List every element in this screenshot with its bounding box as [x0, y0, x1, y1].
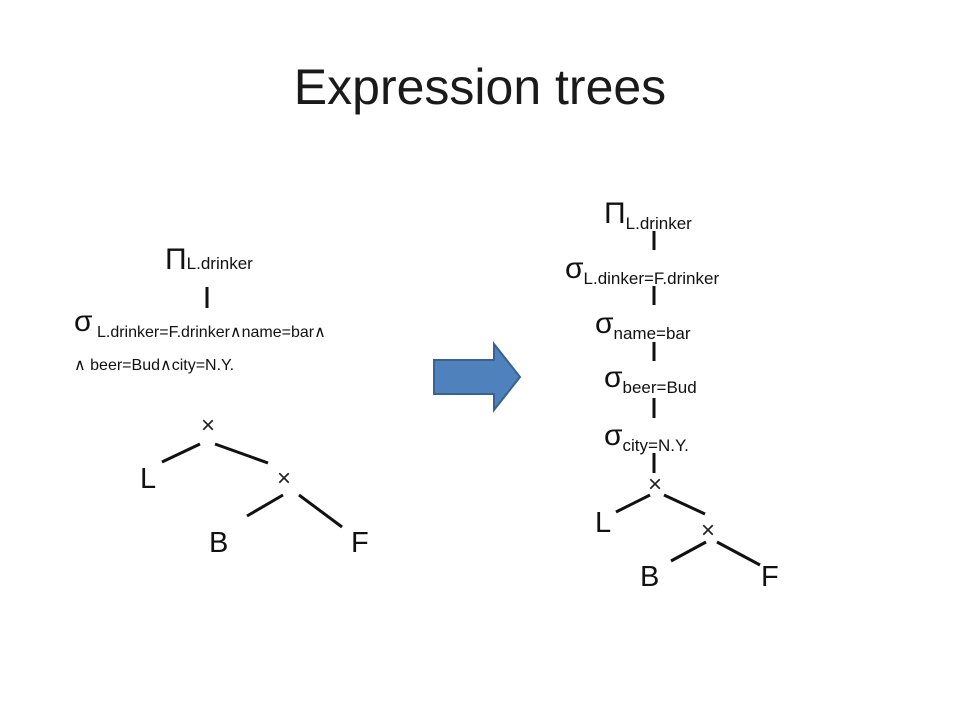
right-select2-symbol: σ [595, 307, 614, 340]
right-leaf-l: L [595, 507, 612, 539]
left-select-symbol: σ [74, 305, 93, 338]
right-edge-join-f [716, 540, 761, 567]
right-select2-node: σname=bar [595, 307, 691, 343]
right-edge-join-join [663, 493, 706, 516]
left-leaf-f: F [351, 527, 369, 559]
right-leaf-f: F [761, 561, 779, 593]
right-edge-join-l [615, 493, 651, 514]
left-join-top: × [201, 412, 216, 439]
right-select4-sub: city=N.Y. [622, 436, 689, 455]
right-leaf-b: B [640, 561, 660, 593]
slide-title: Expression trees [293, 59, 667, 115]
right-select4-symbol: σ [604, 419, 623, 452]
right-project-sub: L.drinker [625, 214, 692, 233]
transform-arrow [433, 341, 522, 413]
left-edge-join-b [246, 493, 284, 518]
right-join-bottom: × [701, 517, 716, 544]
left-edge-join-f [298, 493, 343, 529]
left-join-bottom: × [277, 465, 292, 492]
right-select1-sub: L.dinker=F.drinker [583, 269, 720, 288]
right-select1-symbol: σ [565, 252, 584, 285]
right-select3-node: σbeer=Bud [604, 361, 697, 397]
right-select1-node: σL.dinker=F.drinker [565, 252, 719, 288]
right-project-symbol: Π [604, 197, 626, 230]
right-select3-sub: beer=Bud [622, 378, 697, 397]
right-join-top: × [648, 471, 663, 498]
right-edge-join-b [670, 540, 707, 563]
left-select-sub-line1: L.drinker=F.drinker∧name=bar∧ [96, 324, 326, 341]
left-edge-join-l [161, 442, 201, 464]
left-leaf-l: L [140, 463, 157, 495]
left-project-symbol: Π [165, 243, 187, 276]
left-select-node: σ L.drinker=F.drinker∧name=bar∧ [74, 305, 326, 341]
right-project-node: ΠL.drinker [604, 197, 692, 233]
right-select2-sub: name=bar [613, 324, 691, 343]
left-select-sub-line2: ∧ beer=Bud∧city=N.Y. [74, 357, 235, 374]
left-leaf-b: B [209, 527, 229, 559]
left-project-sub: L.drinker [186, 254, 253, 273]
left-project-node: ΠL.drinker [165, 245, 253, 275]
right-select3-symbol: σ [604, 361, 623, 394]
right-select4-node: σcity=N.Y. [604, 419, 689, 455]
left-edge-join-join [214, 442, 269, 465]
